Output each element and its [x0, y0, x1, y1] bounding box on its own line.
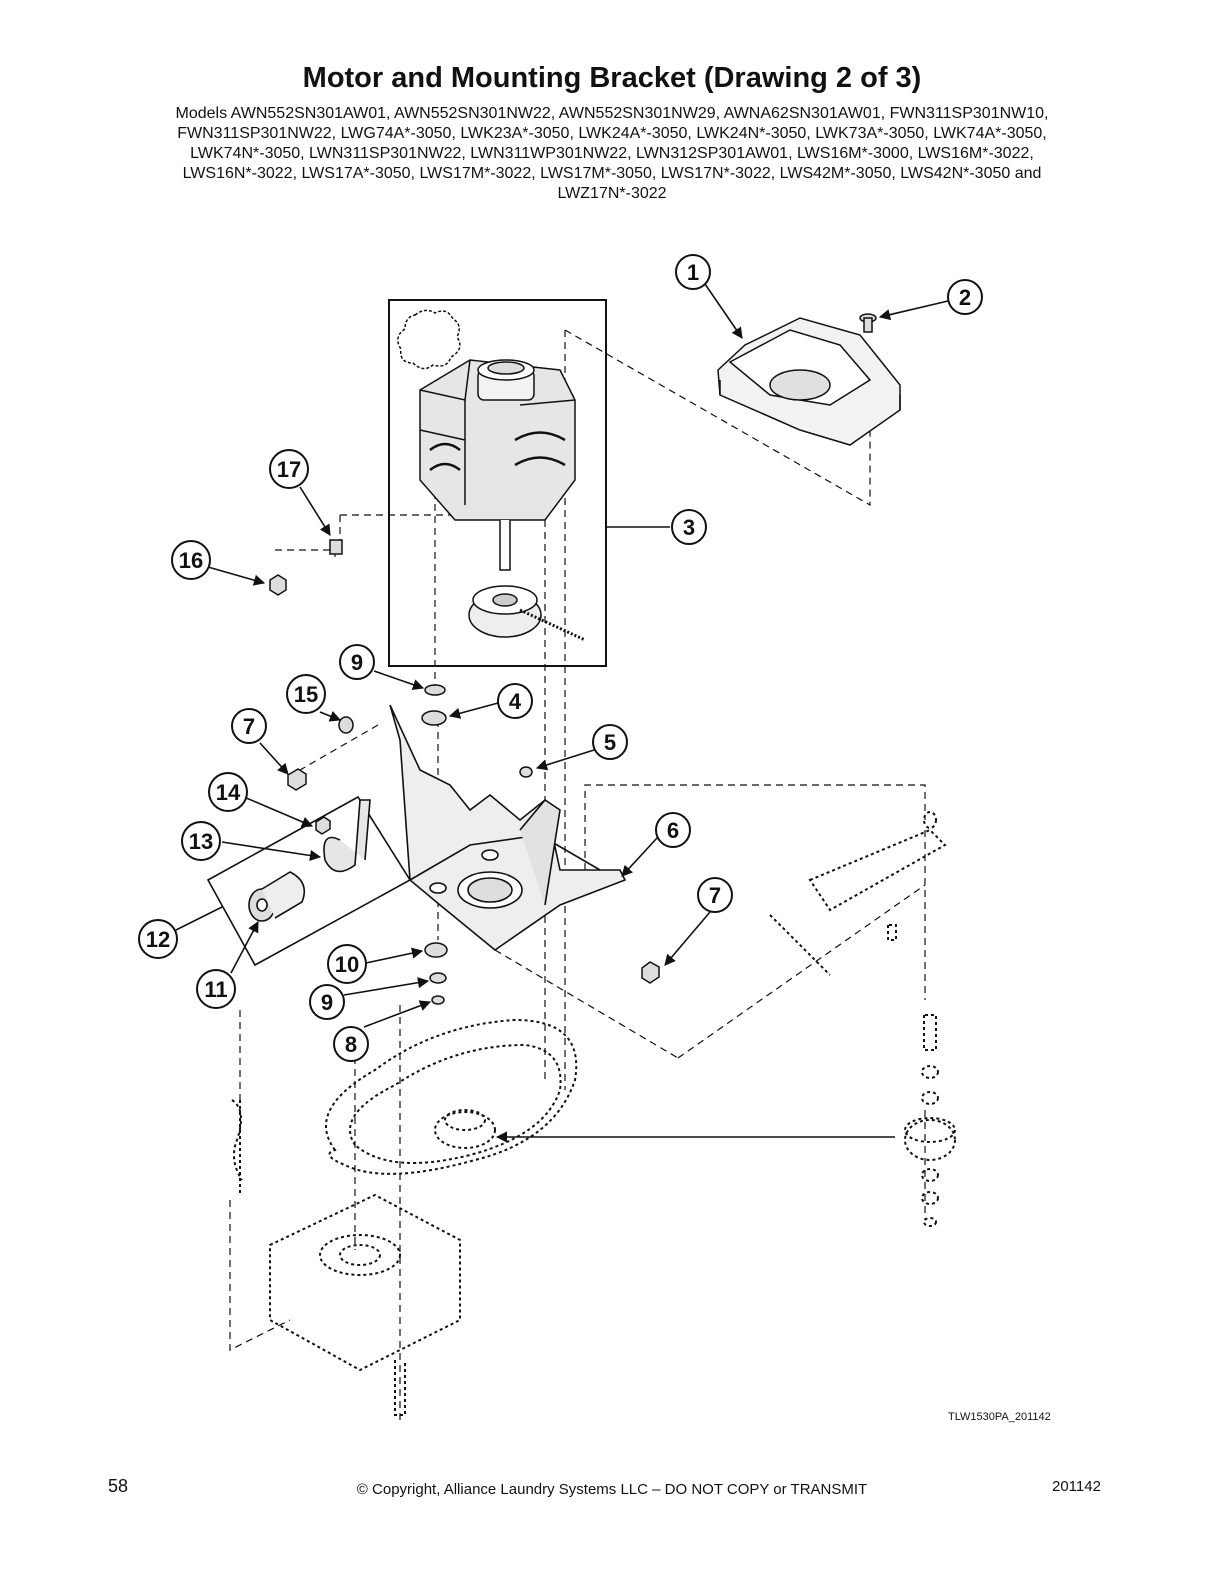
callout-8: 8 [333, 1026, 369, 1062]
hardware-parts [269, 539, 660, 1005]
svg-text:9: 9 [351, 650, 363, 675]
svg-text:2: 2 [959, 285, 971, 310]
svg-text:10: 10 [335, 952, 359, 977]
nut-part-5 [519, 766, 533, 778]
svg-text:13: 13 [189, 829, 213, 854]
callout-4: 4 [497, 683, 533, 719]
model-list-line: LWK74N*-3050, LWN311SP301NW22, LWN311WP3… [190, 145, 1034, 162]
model-list-line: LWS16N*-3022, LWS17A*-3050, LWS17M*-3022… [182, 165, 1042, 182]
washer-part-15 [338, 716, 354, 734]
motor [397, 309, 586, 642]
svg-text:16: 16 [179, 548, 203, 573]
page-title: Motor and Mounting Bracket (Drawing 2 of… [302, 62, 922, 94]
svg-text:12: 12 [146, 927, 170, 952]
callout-13: 13 [181, 821, 221, 861]
model-list-line: Models AWN552SN301AW01, AWN552SN301NW22,… [175, 105, 1049, 122]
callout-7-right: 7 [697, 877, 733, 913]
callout-1: 1 [675, 254, 711, 290]
model-list-line: FWN311SP301NW22, LWG74A*-3050, LWK23A*-3… [177, 125, 1047, 142]
model-list: Models AWN552SN301AW01, AWN552SN301NW22,… [110, 104, 1114, 204]
washer-part-9-lower [429, 972, 447, 984]
screw-part-2 [859, 313, 877, 333]
model-list-line: LWZ17N*-3022 [557, 185, 667, 202]
svg-text:14: 14 [216, 780, 241, 805]
screw-part-16 [269, 574, 287, 596]
callouts: 1 2 3 4 5 6 7 7 8 9 9 10 11 12 13 14 15 … [138, 254, 983, 1062]
callout-5: 5 [592, 724, 628, 760]
callout-2: 2 [947, 279, 983, 315]
grommet-part-10 [424, 942, 448, 958]
svg-text:7: 7 [709, 883, 721, 908]
date-code: 201142 [1052, 1478, 1101, 1495]
svg-text:1: 1 [687, 260, 699, 285]
svg-text:17: 17 [277, 457, 301, 482]
screw-part-14 [315, 816, 331, 835]
clip-part-17 [329, 539, 343, 555]
callout-11: 11 [196, 969, 236, 1009]
svg-text:9: 9 [321, 990, 333, 1015]
svg-text:11: 11 [204, 977, 227, 1002]
drawing-id: TLW1530PA_201142 [948, 1411, 1051, 1423]
callout-9-lower: 9 [309, 984, 345, 1020]
nut-part-8 [431, 995, 445, 1005]
phantom-parts [231, 811, 956, 1416]
callout-15: 15 [286, 674, 326, 714]
svg-text:3: 3 [683, 515, 695, 540]
callout-16: 16 [171, 540, 211, 580]
callout-3: 3 [671, 509, 707, 545]
copyright-notice: © Copyright, Alliance Laundry Systems LL… [356, 1481, 868, 1498]
grommet-part-4 [421, 710, 447, 726]
svg-text:7: 7 [243, 714, 255, 739]
svg-text:8: 8 [345, 1032, 357, 1057]
callout-6: 6 [655, 812, 691, 848]
callout-7-left: 7 [231, 708, 267, 744]
callout-17: 17 [269, 449, 309, 489]
mounting-bracket [389, 704, 627, 952]
callout-12: 12 [138, 919, 178, 959]
svg-text:6: 6 [667, 818, 679, 843]
washer-part-9-upper [424, 684, 446, 696]
leader-lines [175, 283, 949, 1143]
svg-text:15: 15 [294, 682, 318, 707]
page-number: 58 [108, 1476, 129, 1496]
bolt-part-7-right [641, 961, 660, 984]
motor-assembly-box [388, 299, 670, 667]
callout-10: 10 [327, 944, 367, 984]
callout-14: 14 [208, 772, 248, 812]
motor-cover [717, 317, 901, 446]
svg-text:5: 5 [604, 730, 616, 755]
capacitor-assembly [206, 795, 412, 967]
svg-text:4: 4 [509, 689, 522, 714]
bolt-part-7-left [287, 768, 307, 791]
callout-9-upper: 9 [339, 644, 375, 680]
